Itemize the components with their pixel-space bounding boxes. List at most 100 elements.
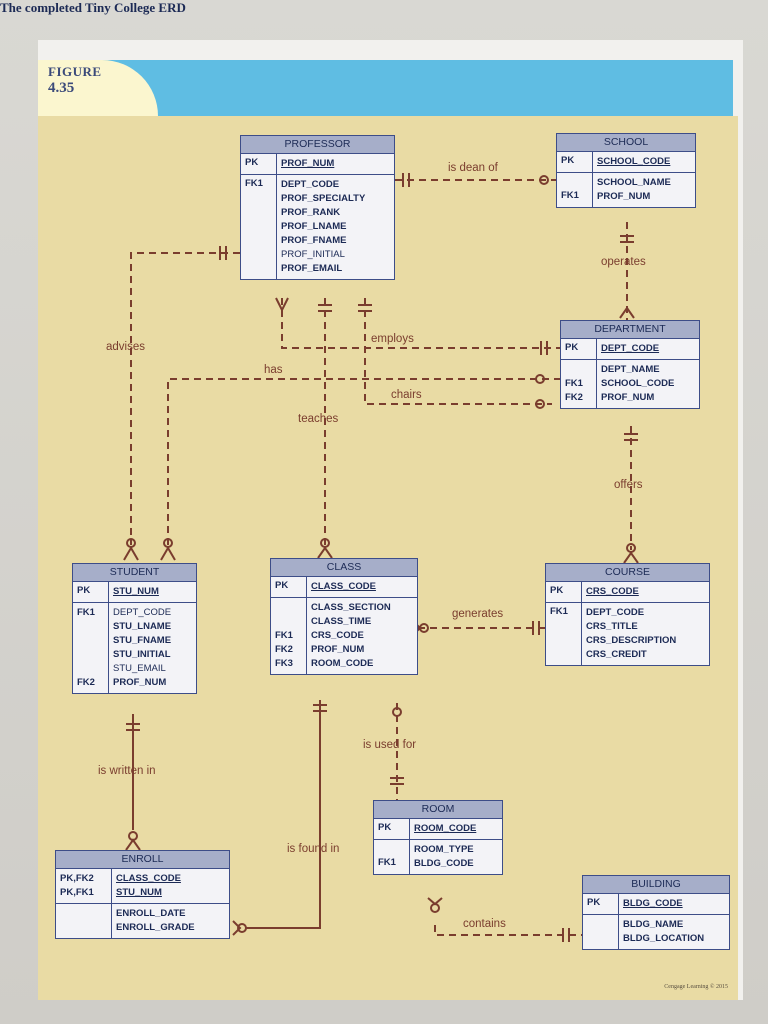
pk-label: PK,FK1 xyxy=(60,887,94,898)
entity-student: STUDENT PK STU_NUM FK1 FK2 DEPT_CODE STU… xyxy=(72,563,197,694)
attribute: PROF_NUM xyxy=(597,191,651,202)
primary-key: STU_NUM xyxy=(113,586,159,597)
entity-class: CLASS PK CLASS_CODE FK1 FK2 FK3 CLASS_SE… xyxy=(270,558,418,675)
entity-room: ROOM PK ROOM_CODE FK1 ROOM_TYPE BLDG_COD… xyxy=(373,800,503,875)
rel-label-has: has xyxy=(264,364,283,376)
pk-label: PK xyxy=(271,577,307,597)
pk-label: PK xyxy=(561,339,597,359)
attribute: PROF_LNAME xyxy=(281,221,347,232)
attribute: ENROLL_GRADE xyxy=(116,922,195,933)
pk-label: PK xyxy=(374,819,410,839)
attribute: STU_EMAIL xyxy=(113,663,166,674)
fk-label: FK1 xyxy=(77,607,95,618)
attribute: PROF_FNAME xyxy=(281,235,347,246)
entity-school: SCHOOL PK SCHOOL_CODE FK1 SCHOOL_NAME PR… xyxy=(556,133,696,208)
attribute: CLASS_TIME xyxy=(311,616,372,627)
rel-label-chairs: chairs xyxy=(391,389,422,401)
rel-label-teaches: teaches xyxy=(298,413,339,425)
entity-course: COURSE PK CRS_CODE FK1 DEPT_CODE CRS_TIT… xyxy=(545,563,710,666)
primary-key: PROF_NUM xyxy=(281,158,335,169)
line-is-found-in xyxy=(245,700,321,929)
pk-label: PK xyxy=(583,894,619,914)
fk-label: FK1 xyxy=(557,173,593,207)
attribute: PROF_NUM xyxy=(113,677,167,688)
attribute: PROF_NUM xyxy=(601,392,655,403)
pk-label: PK,FK2 xyxy=(60,873,94,884)
figure-label: FIGURE xyxy=(48,64,102,79)
primary-key: STU_NUM xyxy=(116,887,162,898)
rel-label-contains: contains xyxy=(463,918,506,930)
attribute: BLDG_NAME xyxy=(623,919,684,930)
attribute: BLDG_LOCATION xyxy=(623,933,705,944)
pk-label: PK xyxy=(546,582,582,602)
attribute: PROF_RANK xyxy=(281,207,341,218)
entity-name: COURSE xyxy=(546,564,709,582)
attribute: CRS_DESCRIPTION xyxy=(586,635,677,646)
attribute: ROOM_TYPE xyxy=(414,844,474,855)
line-employs xyxy=(281,298,560,349)
entity-building: BUILDING PK BLDG_CODE BLDG_NAME BLDG_LOC… xyxy=(582,875,730,950)
fk-label: FK2 xyxy=(275,644,293,655)
rel-label-employs: employs xyxy=(371,333,414,345)
attribute: BLDG_CODE xyxy=(414,858,474,869)
rel-label-is-found-in: is found in xyxy=(287,843,340,855)
attribute: SCHOOL_CODE xyxy=(601,378,675,389)
entity-professor: PROFESSOR PK PROF_NUM FK1 DEPT_CODE PROF… xyxy=(240,135,395,280)
primary-key: CLASS_CODE xyxy=(116,873,181,884)
pk-label: PK xyxy=(557,152,593,172)
attribute: CRS_CREDIT xyxy=(586,649,647,660)
entity-name: PROFESSOR xyxy=(241,136,394,154)
rel-label-offers: offers xyxy=(614,479,643,491)
fk-label: FK1 xyxy=(374,840,410,874)
attribute: DEPT_CODE xyxy=(586,607,645,618)
attribute: CRS_CODE xyxy=(311,630,364,641)
entity-department: DEPARTMENT PK DEPT_CODE FK1 FK2 DEPT_NAM… xyxy=(560,320,700,409)
attribute: DEPT_CODE xyxy=(281,179,340,190)
primary-key: DEPT_CODE xyxy=(601,343,660,354)
pk-label: PK xyxy=(241,154,277,174)
attribute: STU_INITIAL xyxy=(113,649,171,660)
attribute: ENROLL_DATE xyxy=(116,908,186,919)
attribute: DEPT_CODE xyxy=(113,607,172,618)
line-advises xyxy=(130,252,240,545)
line-contains xyxy=(434,925,582,936)
fk-label: FK1 xyxy=(241,175,277,279)
entity-name: DEPARTMENT xyxy=(561,321,699,339)
attribute: SCHOOL_NAME xyxy=(597,177,671,188)
fk-label: FK2 xyxy=(565,392,583,403)
rel-label-is-written-in: is written in xyxy=(98,765,156,777)
entity-name: ROOM xyxy=(374,801,502,819)
fk-label: FK2 xyxy=(77,677,95,688)
attribute: PROF_NUM xyxy=(311,644,365,655)
entity-name: CLASS xyxy=(271,559,417,577)
attribute: PROF_EMAIL xyxy=(281,263,343,274)
attribute: STU_FNAME xyxy=(113,635,172,646)
primary-key: CLASS_CODE xyxy=(311,581,376,592)
rel-label-generates: generates xyxy=(452,608,504,620)
attribute: PROF_SPECIALTY xyxy=(281,193,366,204)
attribute: ROOM_CODE xyxy=(311,658,374,669)
copyright-note: Cengage Learning © 2015 xyxy=(664,984,728,990)
rel-label-is-dean-of: is dean of xyxy=(448,162,498,174)
attribute: DEPT_NAME xyxy=(601,364,660,375)
entity-name: STUDENT xyxy=(73,564,196,582)
entity-name: ENROLL xyxy=(56,851,229,869)
rel-label-operates: operates xyxy=(601,256,646,268)
primary-key: SCHOOL_CODE xyxy=(597,156,671,167)
figure-number: 4.35 xyxy=(48,80,75,96)
line-chairs xyxy=(364,298,552,405)
rel-label-is-used-for: is used for xyxy=(363,739,417,751)
attribute: CLASS_SECTION xyxy=(311,602,391,613)
figure-title: The completed Tiny College ERD xyxy=(0,0,186,15)
pk-label: PK xyxy=(73,582,109,602)
fk-label: FK1 xyxy=(275,630,293,641)
attribute: STU_LNAME xyxy=(113,621,172,632)
fk-label: FK1 xyxy=(546,603,582,665)
fk-label: FK3 xyxy=(275,658,293,669)
attribute: PROF_INITIAL xyxy=(281,249,345,260)
primary-key: CRS_CODE xyxy=(586,586,639,597)
rel-label-advises: advises xyxy=(106,341,145,353)
entity-name: SCHOOL xyxy=(557,134,695,152)
primary-key: ROOM_CODE xyxy=(414,823,477,834)
